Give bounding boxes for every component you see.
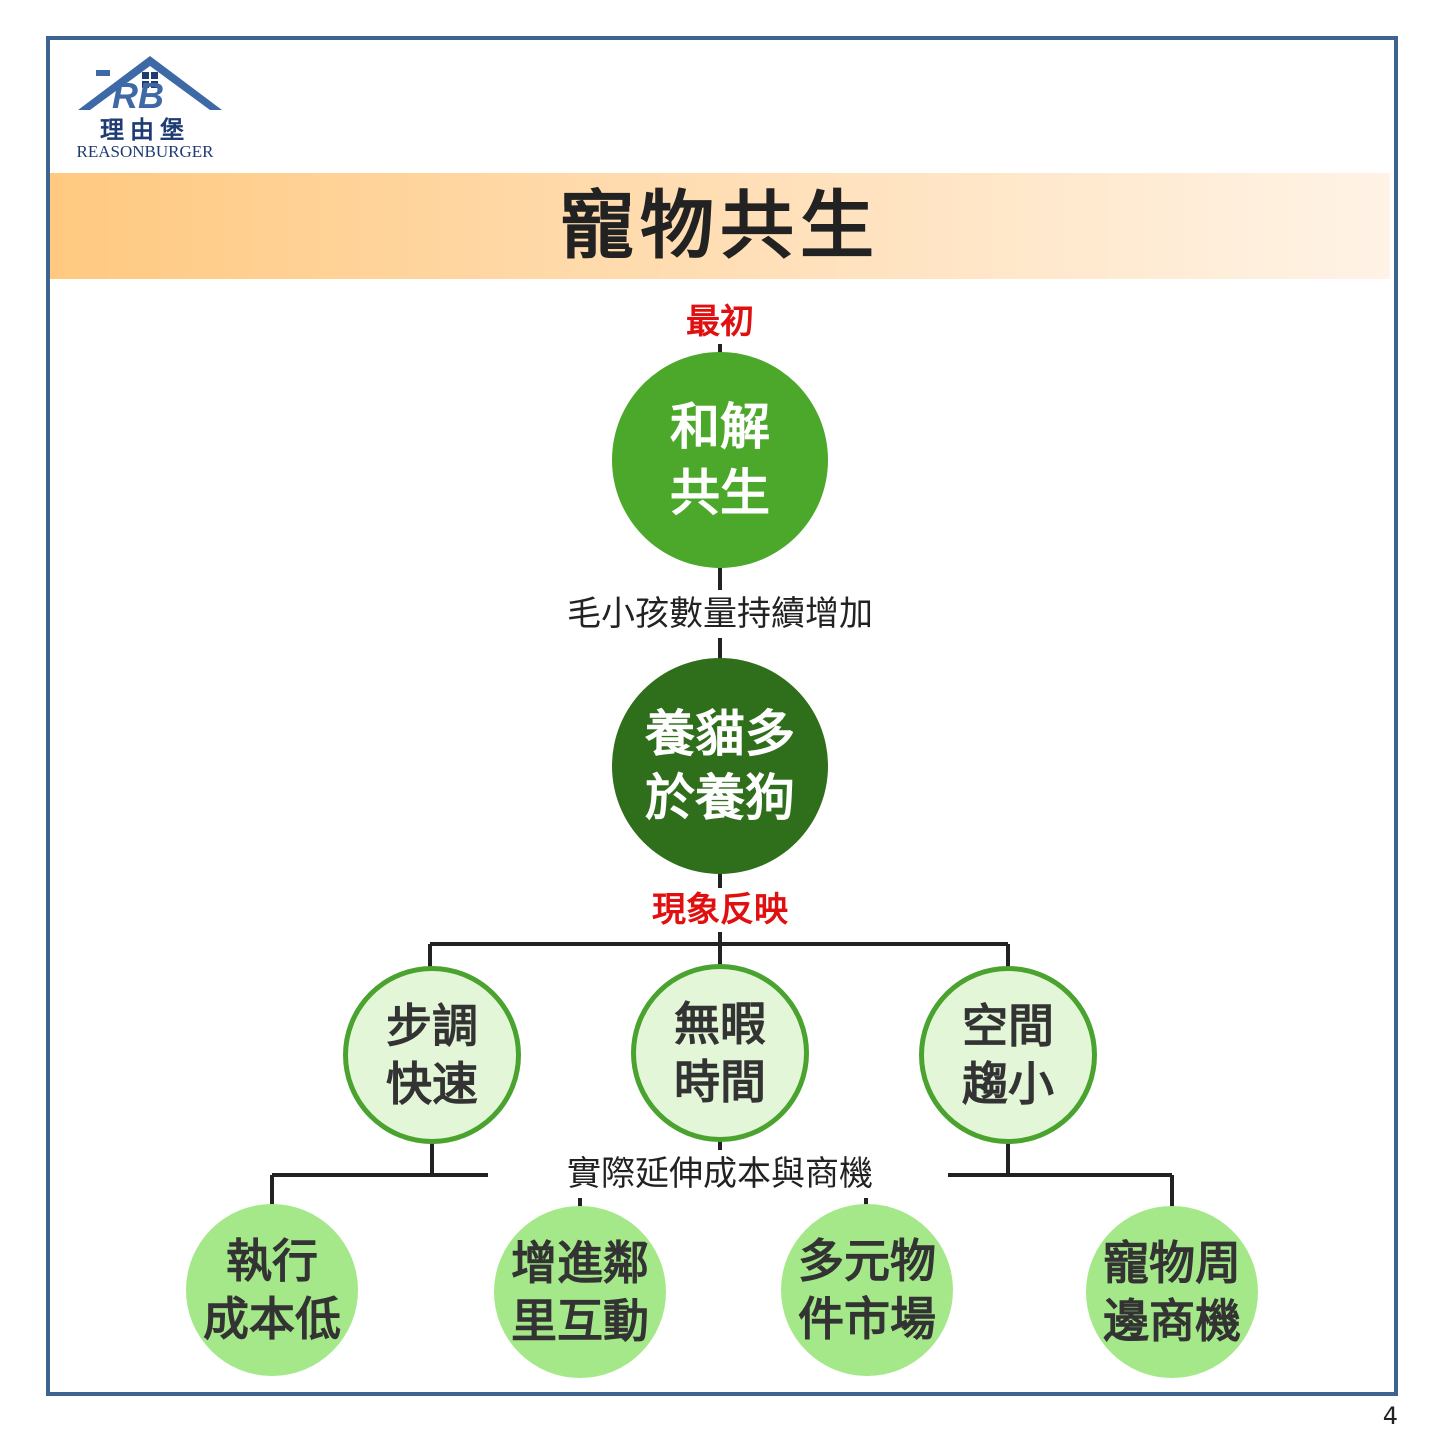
node-reconcile-coexist: 和解 共生 — [612, 352, 828, 568]
node-diverse-market: 多元物 件市場 — [781, 1204, 953, 1376]
logo-chinese-text: 理由堡 — [100, 115, 190, 144]
node-no-time: 無暇 時間 — [631, 964, 809, 1142]
slide-frame — [46, 36, 1398, 1396]
node-low-cost: 執行 成本低 — [186, 1204, 358, 1376]
label-reflection: 現象反映 — [620, 888, 820, 932]
svg-text:RB: RB — [112, 75, 164, 116]
node-small-space: 空間 趨小 — [919, 966, 1097, 1144]
house-logo-icon: RB — [78, 56, 222, 116]
label-growth: 毛小孩數量持續增加 — [530, 590, 910, 638]
logo-english-text: REASONBURGER — [76, 142, 214, 161]
node-pet-business: 寵物周 邊商機 — [1086, 1206, 1258, 1378]
node-cats-over-dogs: 養貓多 於養狗 — [612, 658, 828, 874]
page-title: 寵物共生 — [560, 183, 880, 269]
page-number: 4 — [1382, 1402, 1398, 1430]
label-extension: 實際延伸成本與商機 — [520, 1150, 920, 1198]
title-band: 寵物共生 — [50, 173, 1390, 279]
label-start: 最初 — [660, 300, 780, 344]
node-fast-pace: 步調 快速 — [343, 966, 521, 1144]
node-neighbor-interaction: 增進鄰 里互動 — [494, 1206, 666, 1378]
